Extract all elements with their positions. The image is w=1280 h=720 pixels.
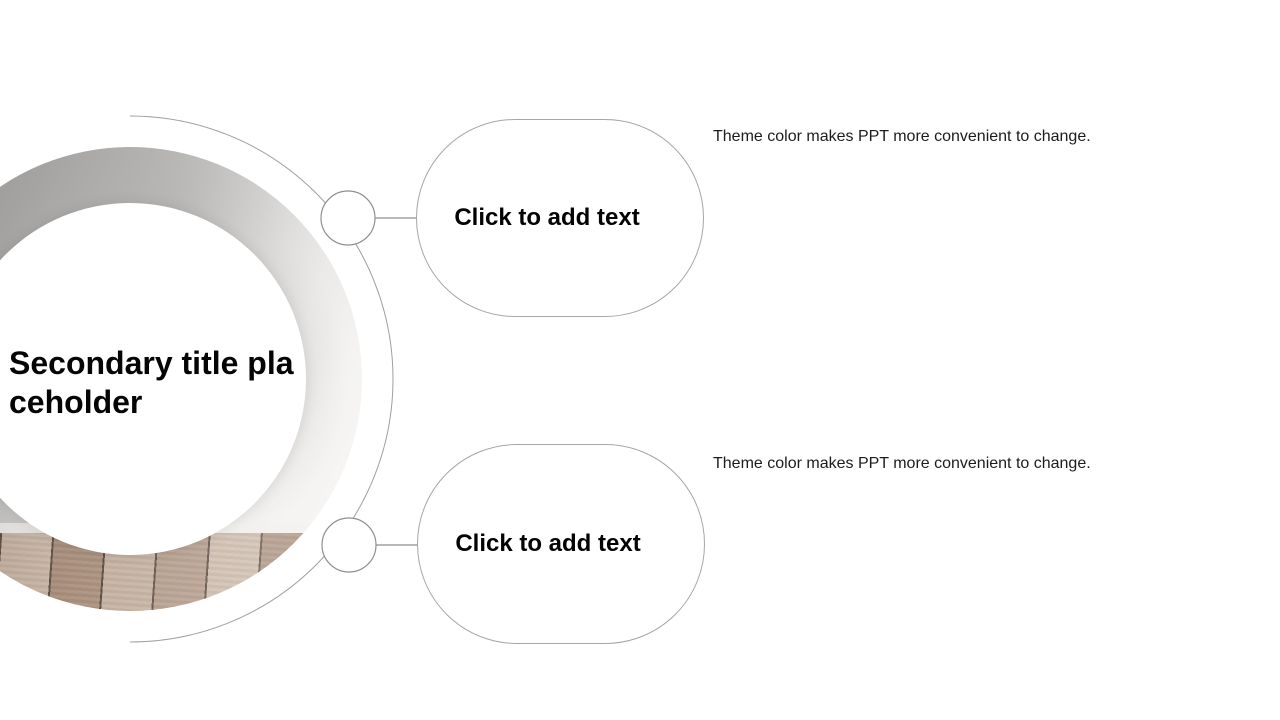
title-line-2: ceholder bbox=[9, 384, 143, 420]
title-line-1: Secondary title pla bbox=[9, 345, 294, 381]
text-placeholder-capsule-2[interactable]: Click to add text bbox=[417, 444, 705, 644]
secondary-title-placeholder[interactable]: Secondary title pla ceholder bbox=[9, 344, 311, 422]
text-placeholder-capsule-1[interactable]: Click to add text bbox=[416, 119, 704, 317]
capsule-label-2: Click to add text bbox=[455, 530, 641, 557]
description-text-1: Theme color makes PPT more convenient to… bbox=[713, 128, 1091, 145]
title-circle bbox=[0, 203, 306, 555]
description-text-2: Theme color makes PPT more convenient to… bbox=[713, 455, 1091, 472]
capsule-label-1: Click to add text bbox=[454, 204, 640, 231]
